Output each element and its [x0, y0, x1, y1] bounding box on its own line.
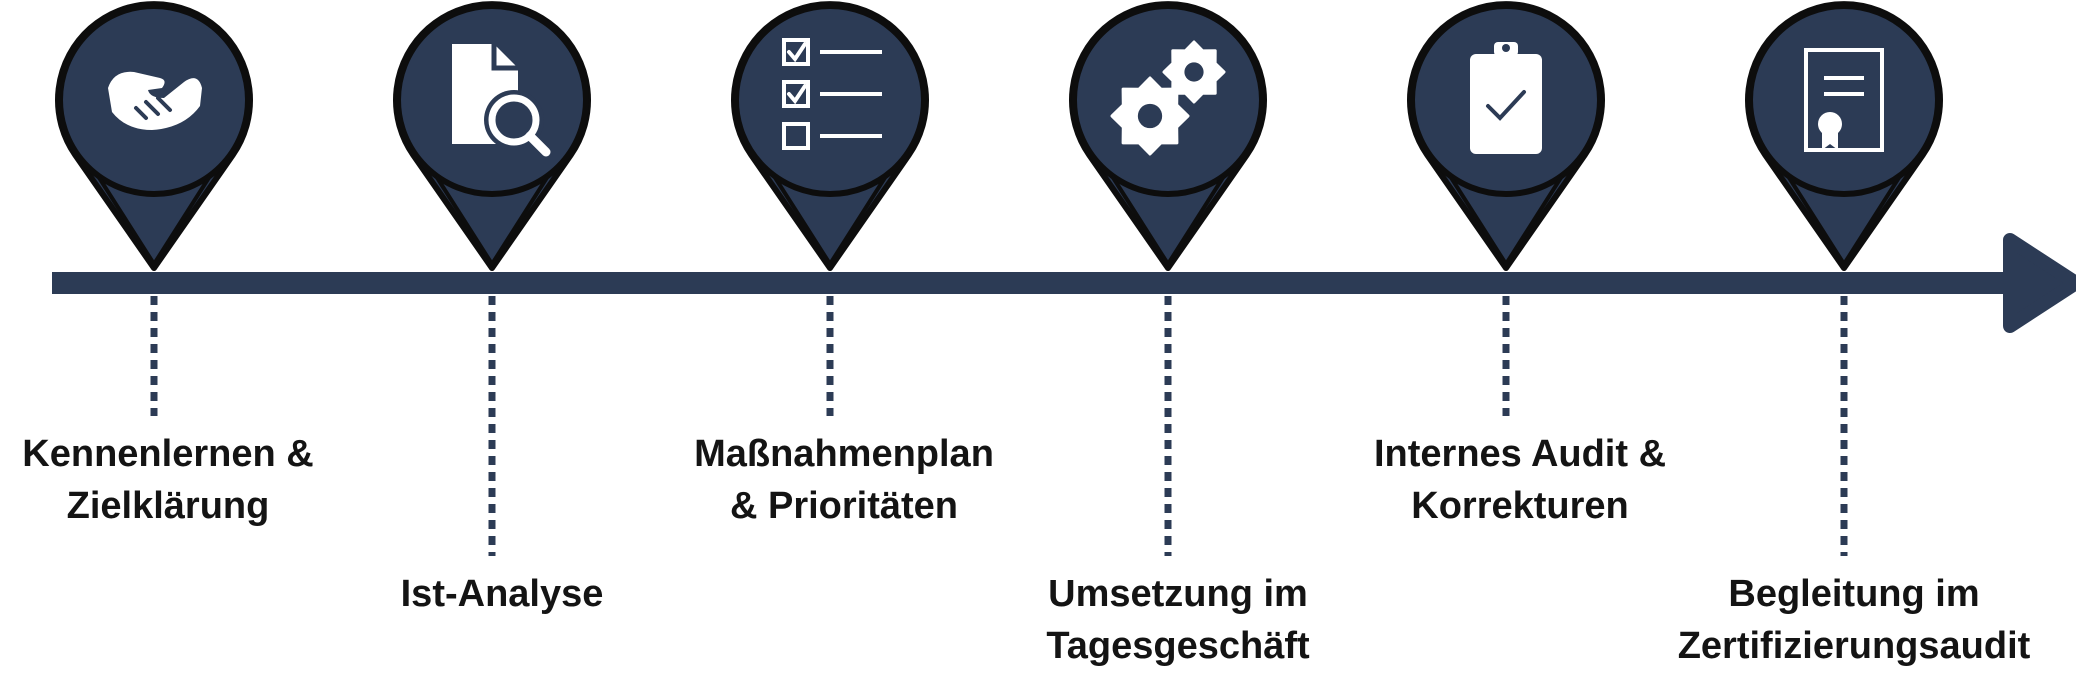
handshake-icon: [108, 71, 202, 130]
step-label-line: Umsetzung im: [1048, 573, 1308, 615]
pin-marker-ist-analyse: [393, 1, 591, 271]
step-label-line: Maßnahmenplan: [694, 433, 994, 475]
pin-marker-kennenlernen: [55, 1, 253, 271]
step-label-ist-analyse: Ist-Analyse: [312, 568, 692, 620]
pin-marker-massnahmenplan: [731, 1, 929, 271]
document-search-icon: [452, 44, 551, 157]
step-label-line: Zielklärung: [66, 485, 270, 527]
step-label-umsetzung: Umsetzung im Tagesgeschäft: [988, 568, 1368, 672]
step-label-line: Ist-Analyse: [400, 573, 604, 615]
pin-marker-zertifizierung: [1745, 1, 1943, 271]
step-label-kennenlernen: Kennenlernen & Zielklärung: [0, 428, 358, 532]
step-label-line: Tagesgeschäft: [1046, 625, 1310, 667]
step-label-line: Begleitung im: [1728, 573, 1980, 615]
pin-marker-umsetzung: [1069, 1, 1267, 271]
gears-icon: [1110, 40, 1226, 156]
timeline-arrowhead: [2003, 233, 2076, 333]
clipboard-check-icon: [1470, 42, 1542, 154]
step-label-massnahmenplan: Maßnahmenplan & Prioritäten: [654, 428, 1034, 532]
step-label-line: Kennenlernen &: [22, 433, 314, 475]
timeline-axis: [52, 272, 2012, 294]
step-label-line: Korrekturen: [1411, 485, 1629, 527]
pin-marker-internes-audit: [1407, 1, 1605, 271]
step-label-internes-audit: Internes Audit & Korrekturen: [1330, 428, 1710, 532]
certificate-icon: [1804, 48, 1884, 152]
step-label-line: Zertifizierungsaudit: [1677, 625, 2031, 667]
step-label-line: Internes Audit &: [1373, 433, 1667, 475]
step-label-line: & Prioritäten: [729, 485, 959, 527]
checklist-icon: [782, 38, 882, 150]
step-label-zertifizierung: Begleitung im Zertifizierungsaudit: [1664, 568, 2044, 672]
